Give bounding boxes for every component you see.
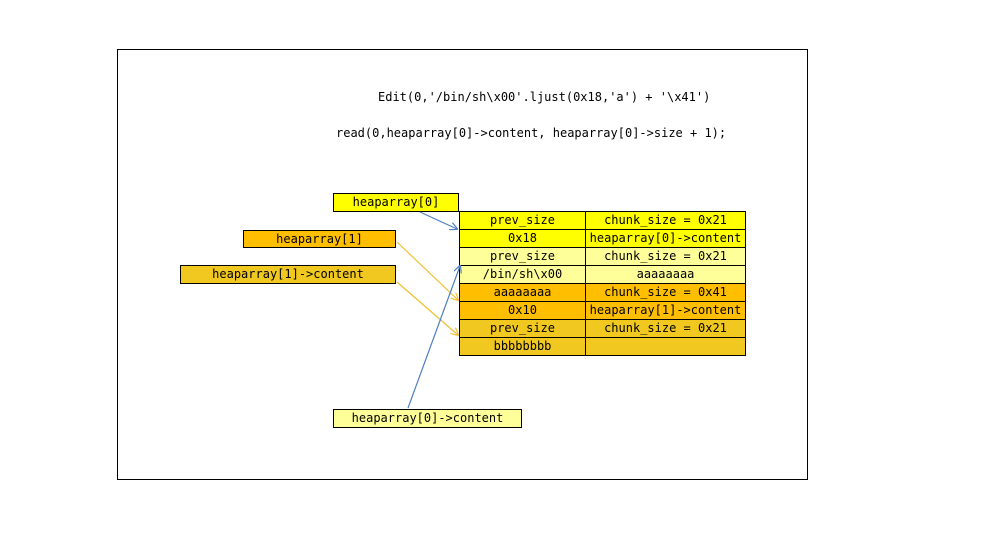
memory-cell-left: aaaaaaaa <box>459 283 586 302</box>
diagram-frame <box>117 49 808 480</box>
memory-cell-left: /bin/sh\x00 <box>459 265 586 284</box>
memory-cell-right: aaaaaaaa <box>585 265 746 284</box>
memory-cell-right: chunk_size = 0x41 <box>585 283 746 302</box>
memory-cell-left: 0x10 <box>459 301 586 320</box>
memory-cell-left: 0x18 <box>459 229 586 248</box>
memory-cell-right <box>585 337 746 356</box>
heaparray1-content-label: heaparray[1]->content <box>180 265 396 284</box>
memory-cell-left: prev_size <box>459 319 586 338</box>
heaparray0-label: heaparray[0] <box>333 193 459 212</box>
memory-cell-left: prev_size <box>459 211 586 230</box>
read-code-line: read(0,heaparray[0]->content, heaparray[… <box>336 126 727 140</box>
memory-cell-right: chunk_size = 0x21 <box>585 211 746 230</box>
heaparray0-content-label: heaparray[0]->content <box>333 409 522 428</box>
memory-cell-right: chunk_size = 0x21 <box>585 319 746 338</box>
memory-cell-right: heaparray[1]->content <box>585 301 746 320</box>
memory-cell-right: chunk_size = 0x21 <box>585 247 746 266</box>
memory-cell-right: heaparray[0]->content <box>585 229 746 248</box>
edit-code-line: Edit(0,'/bin/sh\x00'.ljust(0x18,'a') + '… <box>378 90 711 104</box>
heaparray1-label: heaparray[1] <box>243 230 396 248</box>
memory-cell-left: bbbbbbbb <box>459 337 586 356</box>
memory-cell-left: prev_size <box>459 247 586 266</box>
